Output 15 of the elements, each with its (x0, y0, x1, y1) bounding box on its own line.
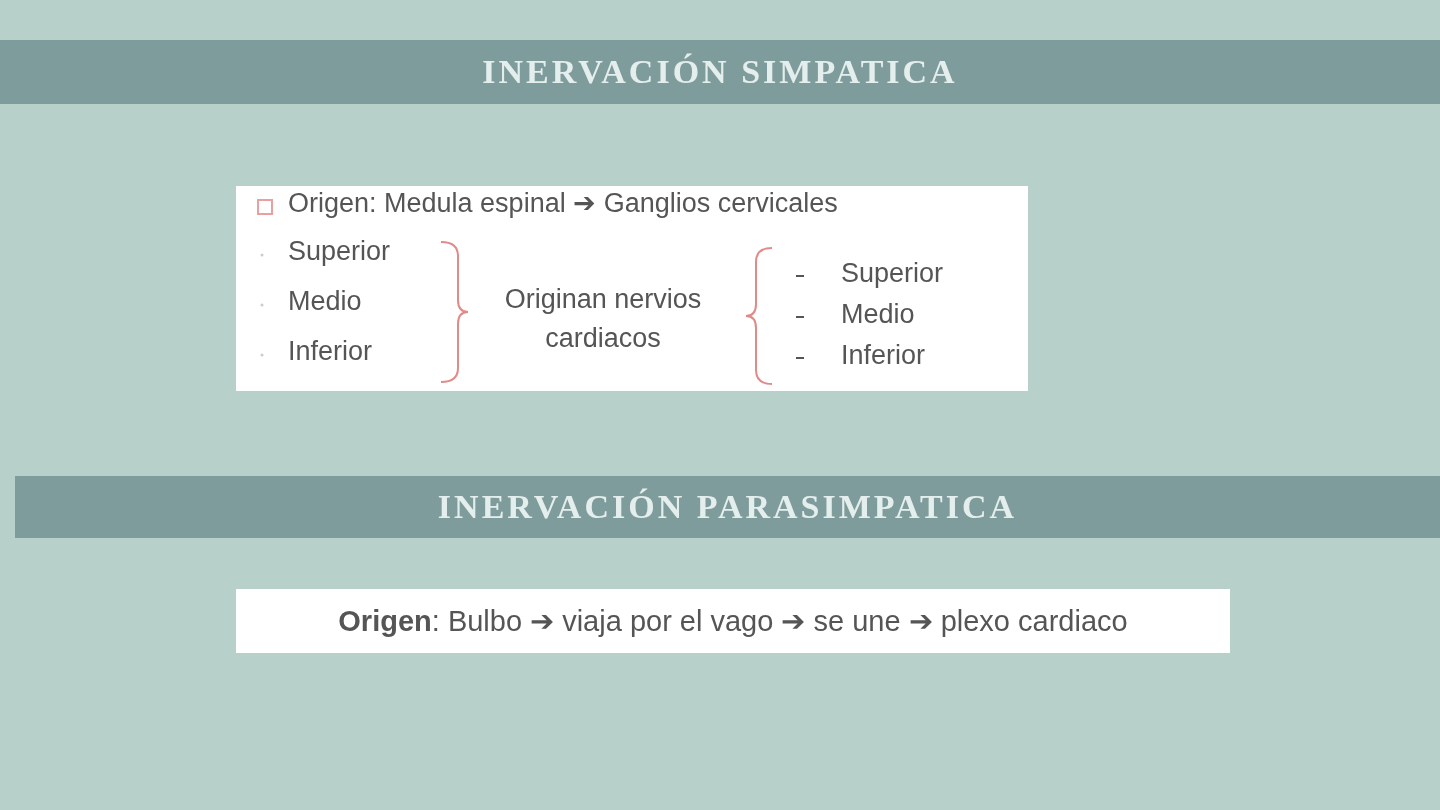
section-heading: INERVACIÓN SIMPATICA (482, 53, 958, 91)
group-text: Originan nervios cardiacos (503, 283, 703, 356)
list-item: Medio (288, 286, 362, 318)
origin-line: Origen: Bulbo ➔ viaja por el vago ➔ se une ➔ plexo cardiaco (338, 604, 1128, 638)
origin-line: Origen: Medula espinal ➔ Ganglios cervicales (288, 188, 838, 220)
heading-band (15, 476, 1440, 538)
list-item: Medio (841, 299, 915, 331)
section-heading: INERVACIÓN PARASIMPATICA (437, 488, 1018, 526)
heading-band (0, 40, 1440, 104)
list-item: Inferior (841, 340, 926, 372)
list-item: Inferior (288, 336, 373, 368)
list-item: Superior (288, 236, 391, 268)
content-card (236, 186, 1028, 391)
content-card (236, 589, 1230, 653)
list-item: Superior (841, 258, 944, 290)
